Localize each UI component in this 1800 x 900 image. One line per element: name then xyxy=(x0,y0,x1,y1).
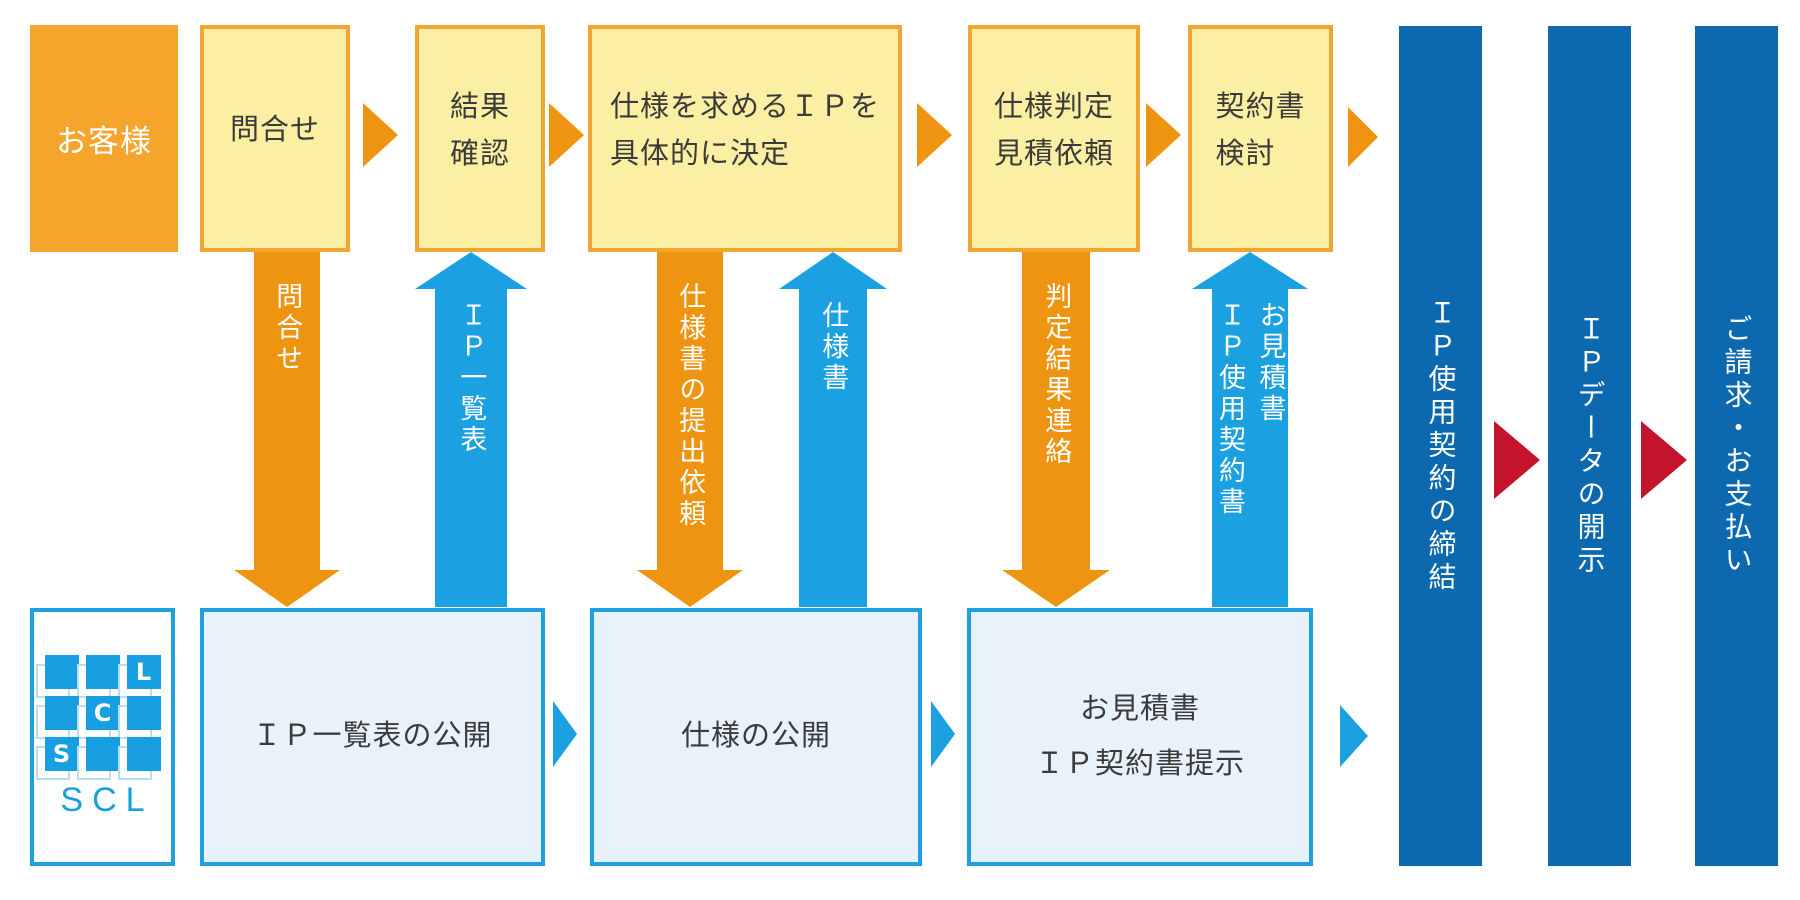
scl-lane-box: L C S SCL xyxy=(30,608,175,866)
stage-billing-payment-label: ご請求・お支払い xyxy=(1721,314,1753,578)
arrow-down-head-icon xyxy=(637,570,743,607)
arrow-up-quote-contract-label: お見積書 ＩＰ使用契約書 xyxy=(1215,301,1286,518)
arrow-down-head-icon xyxy=(234,570,340,607)
step-spec-estimate-label: 仕様判定 見積依頼 xyxy=(993,90,1114,170)
customer-lane-box: お客様 xyxy=(30,25,178,252)
scl-quote-contract-label: お見積書 ＩＰ契約書提示 xyxy=(1034,692,1245,780)
arrow-down-head-icon xyxy=(1002,570,1110,607)
arrow-up-quote-contract: お見積書 ＩＰ使用契約書 xyxy=(1212,289,1288,607)
scl-publish-spec-box: 仕様の公開 xyxy=(590,608,922,866)
step-result-check-box: 結果 確認 xyxy=(415,25,545,252)
arrow-down-spec-request-label: 仕様書の提出依頼 xyxy=(675,282,706,530)
arrow-down-judgement-result-label: 判定結果連絡 xyxy=(1041,282,1072,468)
arrow-up-ip-list: ＩＰ一覧表 xyxy=(435,289,507,607)
step-inquiry-label: 問合せ xyxy=(229,114,320,147)
logo-letter-c: C xyxy=(93,698,112,727)
step-decide-ip-box: 仕様を求めるＩＰを 具体的に決定 xyxy=(588,25,902,252)
arrow-right-icon xyxy=(917,103,952,167)
arrow-up-head-icon xyxy=(779,252,887,289)
customer-label: お客様 xyxy=(56,124,152,159)
logo-letter-l: L xyxy=(135,657,152,686)
step-result-check-label: 結果 確認 xyxy=(449,90,510,170)
scl-logo-text: SCL xyxy=(60,780,154,819)
arrow-down-spec-request: 仕様書の提出依頼 xyxy=(657,252,723,570)
step-contract-review-box: 契約書 検討 xyxy=(1188,25,1333,252)
arrow-down-inquiry-label: 問合せ xyxy=(272,282,303,375)
stage-billing-payment-bar: ご請求・お支払い xyxy=(1695,26,1778,866)
stage-ip-data-disclosure-label: ＩＰデータの開示 xyxy=(1574,314,1606,578)
scl-publish-ip-list-box: ＩＰ一覧表の公開 xyxy=(200,608,545,866)
arrow-up-head-icon xyxy=(1192,252,1308,289)
arrow-right-icon xyxy=(363,103,398,167)
arrow-right-icon xyxy=(1494,421,1540,499)
arrow-right-icon xyxy=(553,701,577,767)
arrow-up-spec-doc-label: 仕様書 xyxy=(818,301,849,394)
logo-letter-s: S xyxy=(52,739,71,768)
arrow-right-icon xyxy=(1146,103,1181,167)
arrow-down-inquiry: 問合せ xyxy=(254,252,320,570)
arrow-up-spec-doc: 仕様書 xyxy=(799,289,867,607)
step-spec-estimate-box: 仕様判定 見積依頼 xyxy=(968,25,1140,252)
arrow-right-icon xyxy=(1340,705,1368,767)
arrow-up-head-icon xyxy=(415,252,527,289)
scl-publish-spec-label: 仕様の公開 xyxy=(680,720,831,753)
stage-contract-conclusion-label: ＩＰ使用契約の締結 xyxy=(1425,297,1457,595)
scl-quote-contract-box: お見積書 ＩＰ契約書提示 xyxy=(967,608,1313,866)
step-decide-ip-label: 仕様を求めるＩＰを 具体的に決定 xyxy=(609,90,880,170)
arrow-right-icon xyxy=(931,701,955,767)
step-inquiry-box: 問合せ xyxy=(200,25,350,252)
step-contract-review-label: 契約書 検討 xyxy=(1215,90,1306,170)
arrow-right-icon xyxy=(1641,421,1687,499)
arrow-up-ip-list-label: ＩＰ一覧表 xyxy=(456,301,487,456)
stage-contract-conclusion-bar: ＩＰ使用契約の締結 xyxy=(1399,26,1482,866)
arrow-right-icon xyxy=(549,103,584,167)
stage-ip-data-disclosure-bar: ＩＰデータの開示 xyxy=(1548,26,1631,866)
arrow-down-judgement-result: 判定結果連絡 xyxy=(1022,252,1090,570)
arrow-right-icon xyxy=(1348,107,1378,167)
scl-publish-ip-list-label: ＩＰ一覧表の公開 xyxy=(252,720,493,753)
scl-logo-icon: L C S xyxy=(35,654,161,780)
